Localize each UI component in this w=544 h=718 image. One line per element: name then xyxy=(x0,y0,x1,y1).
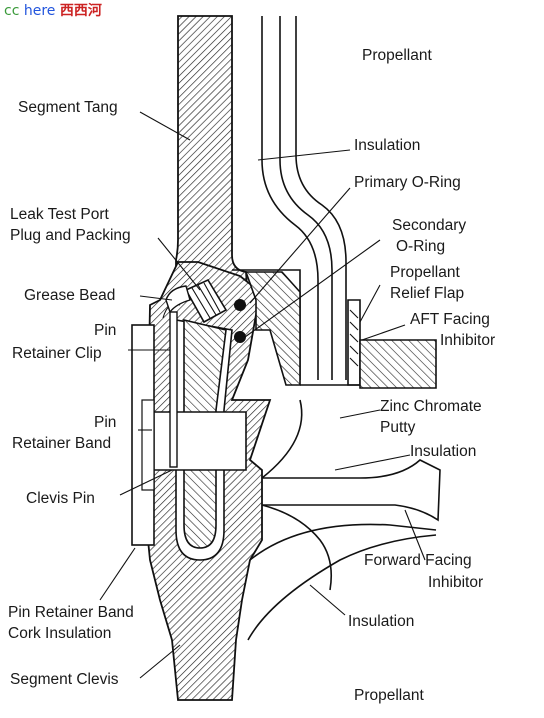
label-cork-2: Cork Insulation xyxy=(8,625,111,642)
label-secondary-o-ring-1: Secondary xyxy=(392,217,466,234)
label-aft-facing-1: AFT Facing xyxy=(410,311,490,328)
label-clevis-pin: Clevis Pin xyxy=(26,490,95,507)
label-zinc-chromate-2: Putty xyxy=(380,419,416,436)
clevis-pin xyxy=(169,311,178,468)
cork-insulation-inner xyxy=(141,399,155,491)
label-propellant-top: Propellant xyxy=(362,47,432,64)
label-secondary-o-ring-2: O-Ring xyxy=(396,238,445,255)
label-forward-facing-1: Forward Facing xyxy=(364,552,472,569)
label-leak-test-port: Leak Test Port xyxy=(10,206,109,223)
grease-bead xyxy=(165,285,191,314)
label-pin-clip-2: Retainer Clip xyxy=(12,345,102,362)
aft-facing-inhibitor xyxy=(359,339,437,389)
pin-retainer-band xyxy=(149,411,247,471)
label-insulation-mid: Insulation xyxy=(410,443,476,460)
propellant-relief-flap xyxy=(347,299,361,386)
insulation-upper xyxy=(261,16,319,380)
label-cork-1: Pin Retainer Band xyxy=(8,604,134,621)
leader-lines xyxy=(99,111,426,679)
watermark-site: 西西河 xyxy=(59,3,102,19)
label-segment-clevis: Segment Clevis xyxy=(10,671,119,688)
primary-o-ring xyxy=(234,299,246,311)
zinc-chromate-putty xyxy=(244,271,301,386)
secondary-o-ring xyxy=(234,331,246,343)
label-insulation-bottom: Insulation xyxy=(348,613,414,630)
label-aft-facing-2: Inhibitor xyxy=(440,332,495,349)
watermark-cc: cc xyxy=(4,3,20,19)
label-zinc-chromate-1: Zinc Chromate xyxy=(380,398,482,415)
label-relief-flap-1: Propellant xyxy=(390,264,460,281)
watermark-here: here xyxy=(23,3,56,19)
label-forward-facing-2: Inhibitor xyxy=(428,574,483,591)
insulation-lower xyxy=(262,459,441,522)
label-pin-clip-1: Pin xyxy=(94,322,116,339)
label-leak-test-packing: Plug and Packing xyxy=(10,227,131,244)
insulation-bottom-curve xyxy=(249,523,437,561)
label-segment-tang: Segment Tang xyxy=(18,99,118,116)
label-insulation-top: Insulation xyxy=(354,137,420,154)
label-propellant-bottom: Propellant xyxy=(354,687,424,704)
watermark: cc here 西西河 xyxy=(4,3,102,19)
leak-test-plug xyxy=(184,278,228,324)
label-primary-o-ring: Primary O-Ring xyxy=(354,174,461,191)
label-pin-band-1: Pin xyxy=(94,414,116,431)
label-pin-band-2: Retainer Band xyxy=(12,435,111,452)
label-relief-flap-2: Relief Flap xyxy=(390,285,464,302)
label-grease-bead: Grease Bead xyxy=(24,287,115,304)
